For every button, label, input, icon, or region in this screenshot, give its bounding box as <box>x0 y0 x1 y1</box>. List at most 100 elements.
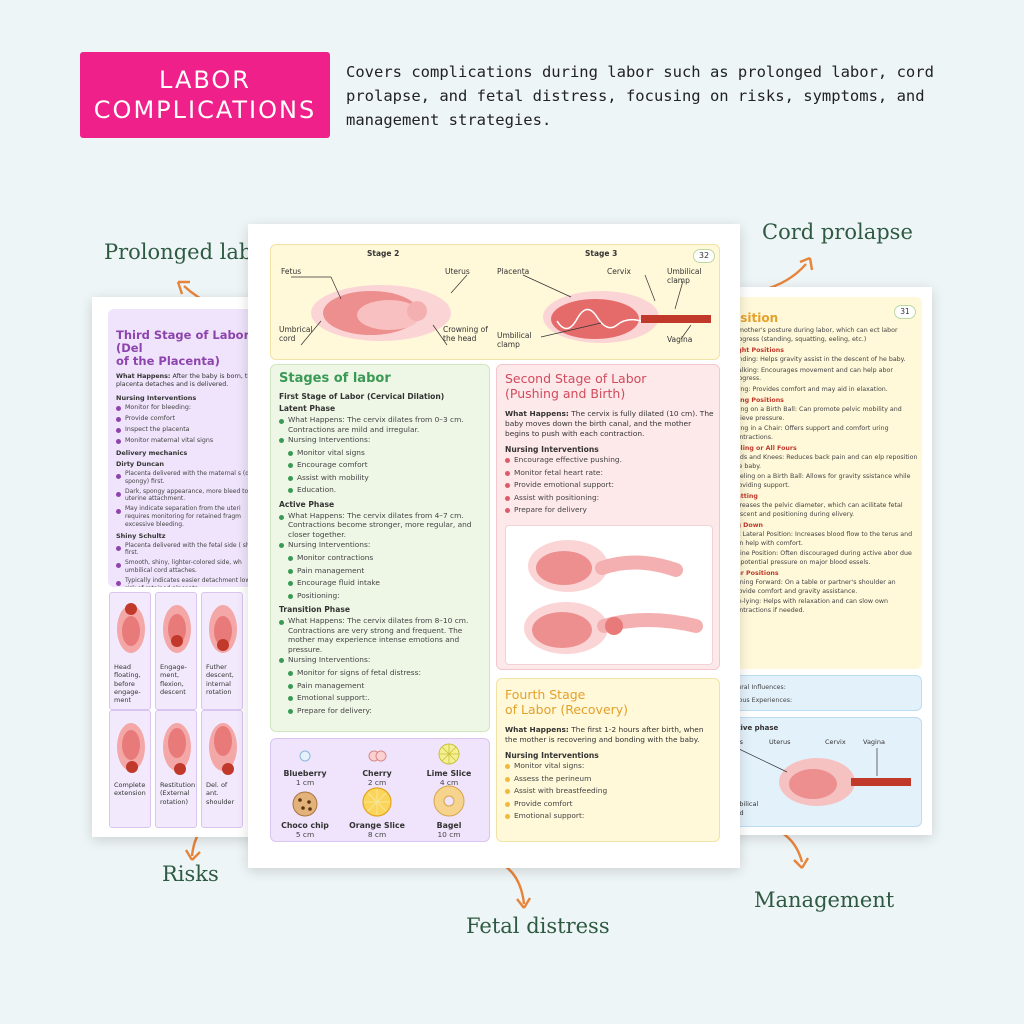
second-stage-title-2: (Pushing and Birth) <box>505 386 626 401</box>
stages-title: Stages of labor <box>279 371 391 386</box>
fetus-descent-icon <box>209 605 237 653</box>
list-item: What Happens: The cervix dilates from 0–… <box>279 415 485 434</box>
delivery-mechanics: Delivery mechanics <box>116 449 188 457</box>
orange-slice-icon <box>362 787 392 817</box>
dirty-duncan: Dirty Duncan <box>116 460 164 468</box>
list-item: Smooth, shiny, lighter-colored side, wh … <box>116 559 264 575</box>
title-line-1: LABOR <box>159 66 251 94</box>
fourth-stage-list: Monitor vital signs: Assess the perineum… <box>505 760 715 823</box>
center-page: 32 Stage 2 Stage 3 Fetus Uterus Umbrical… <box>248 224 740 868</box>
dilation-item-choco-chip: Choco chip 5 cm <box>275 791 335 839</box>
card-label: Del. of ant. shoulder <box>206 781 235 806</box>
shiny-schultz-list: Placenta delivered with the fetal side (… <box>116 542 264 587</box>
dilation-item-cherry: Cherry 2 cm <box>347 743 407 787</box>
birth-stages-diagram-icon <box>291 274 711 346</box>
third-stage-list: Monitor for bleeding: Provide comfort In… <box>116 402 264 446</box>
dilation-sizes-box: Blueberry 1 cm Cherry 2 cm Lime Slice 4 … <box>270 738 490 842</box>
shiny-schultz: Shiny Schultz <box>116 531 166 540</box>
callout-prolonged-labor: Prolonged labor <box>104 240 276 264</box>
section-text: eft Lateral Position: Increases blood fl… <box>732 531 913 547</box>
list-item: Nursing Interventions: <box>279 434 485 447</box>
fig-label: Uterus <box>445 267 470 276</box>
section-text: ands and Knees: Reduces back pain and ca… <box>732 454 918 470</box>
dilation-item-orange: Orange Slice 8 cm <box>347 787 407 839</box>
list-item: Encourage fluid intake <box>288 577 485 590</box>
left-page: Third Stage of Labor (Del of the Placent… <box>92 297 264 837</box>
card-label: Futher descent, internal rotation <box>206 663 234 696</box>
second-stage-list: Encourage effective pushing. Monitor fet… <box>505 454 715 517</box>
list-item: Emotional support:. <box>288 692 485 705</box>
cultural-influences: ltural Influences: <box>733 684 786 691</box>
transition-phase-title: Transition Phase <box>279 605 351 615</box>
section-text: itting: Provides comfort and may aid in … <box>732 385 888 393</box>
third-stage-interventions: Nursing Interventions <box>116 394 197 402</box>
active-list: What Happens: The cervix dilates from 4–… <box>279 511 485 552</box>
callout-cord-prolapse: Cord prolapse <box>762 220 913 244</box>
list-item: Pain management <box>288 680 485 693</box>
cherry-icon <box>368 750 387 762</box>
stage-figure-box: 32 Stage 2 Stage 3 Fetus Uterus Umbrical… <box>270 244 720 360</box>
list-item: Monitor maternal vital signs <box>116 435 264 446</box>
fig-label: Vagina <box>667 335 693 344</box>
list-item: Nursing Interventions: <box>279 539 485 552</box>
list-item: Monitor contractions <box>288 552 485 565</box>
previous-experiences: vious Experiences: <box>733 697 793 704</box>
fig-label: Fetus <box>281 267 302 276</box>
active-phase-box: ctive phase tus Uterus Cervix Vagina mbi… <box>726 717 922 827</box>
active-phase-diagram-icon <box>736 748 911 806</box>
list-item: Provide comfort <box>505 798 715 811</box>
section-text: tanding: Helps gravity assist in the des… <box>732 356 906 363</box>
section-heading: right Positions <box>732 347 785 354</box>
dirty-duncan-list: Placenta delivered with the maternal s (… <box>116 470 264 529</box>
fig-label: Crowning of the head <box>443 325 488 343</box>
position-card: Complete extension <box>109 710 151 828</box>
list-item: Pain management <box>288 565 485 578</box>
card-label: Engage-ment, flexion, descent <box>160 663 187 696</box>
section-text: eaning Forward: On a table or partner's … <box>732 579 896 595</box>
card-label: Complete extension <box>114 781 146 798</box>
fourth-stage-title-2: of Labor (Recovery) <box>505 702 629 717</box>
section-text: Walking: Encourages movement and can hel… <box>732 366 893 383</box>
list-item: Assess the perineum <box>505 773 715 786</box>
fig-label: Cervix <box>825 738 846 746</box>
page-number-32: 32 <box>693 249 715 263</box>
fig-label: Cervix <box>607 267 631 276</box>
position-card: Futher descent, internal rotation <box>201 592 243 710</box>
fetus-extension-icon <box>117 723 145 773</box>
fig-label: Uterus <box>769 738 791 746</box>
section-text: neeling on a Birth Ball: Allows for grav… <box>732 473 911 489</box>
position-card: Head floating, before engage-ment <box>109 592 151 710</box>
callout-management: Management <box>754 888 895 912</box>
list-item: What Happens: The cervix dilates from 8–… <box>279 616 485 654</box>
second-stage-box: Second Stage of Labor (Pushing and Birth… <box>496 364 720 670</box>
latent-phase-title: Latent Phase <box>279 404 336 413</box>
list-item: Typically indicates easier detachment lo… <box>116 577 264 587</box>
list-item: Assist with positioning: <box>505 492 715 505</box>
fetus-head-floating-icon <box>117 603 145 653</box>
list-item: Monitor fetal heart rate: <box>505 467 715 480</box>
list-item: Monitor vital signs <box>288 447 485 460</box>
second-stage-interventions: Nursing Interventions <box>505 445 599 454</box>
stages-of-labor-box: Stages of labor First Stage of Labor (Ce… <box>270 364 490 732</box>
section-heading: eeling or All Fours <box>732 445 797 452</box>
page-number-31: 31 <box>894 305 916 319</box>
section-heading: ng Down <box>732 522 764 529</box>
pushing-illustration <box>505 525 713 665</box>
list-item: Positioning: <box>288 590 485 603</box>
position-intro: e mother's posture during labor, which c… <box>732 327 898 343</box>
right-page: 31 osition e mother's posture during lab… <box>726 287 932 835</box>
fig-label: Umbilical clamp <box>497 331 532 349</box>
card-label: Restitution (External rotation) <box>160 781 196 806</box>
second-stage-title-1: Second Stage of Labor <box>505 371 647 386</box>
list-item: Encourage effective pushing. <box>505 454 715 467</box>
latent-list: What Happens: The cervix dilates from 0–… <box>279 415 485 447</box>
section-text: upine Position: Often discouraged during… <box>732 550 912 566</box>
third-stage-title-2: of the Placenta) <box>116 354 220 368</box>
dilation-item-lime: Lime Slice 4 cm <box>419 743 479 787</box>
fourth-stage-happens: What Happens: The first 1-2 hours after … <box>505 725 704 744</box>
position-title: osition <box>732 311 779 325</box>
fig-label: Umbrical cord <box>279 325 313 343</box>
dilation-item-blueberry: Blueberry 1 cm <box>275 743 335 787</box>
callout-risks: Risks <box>162 862 219 886</box>
fourth-stage-title-1: Fourth Stage <box>505 687 586 702</box>
